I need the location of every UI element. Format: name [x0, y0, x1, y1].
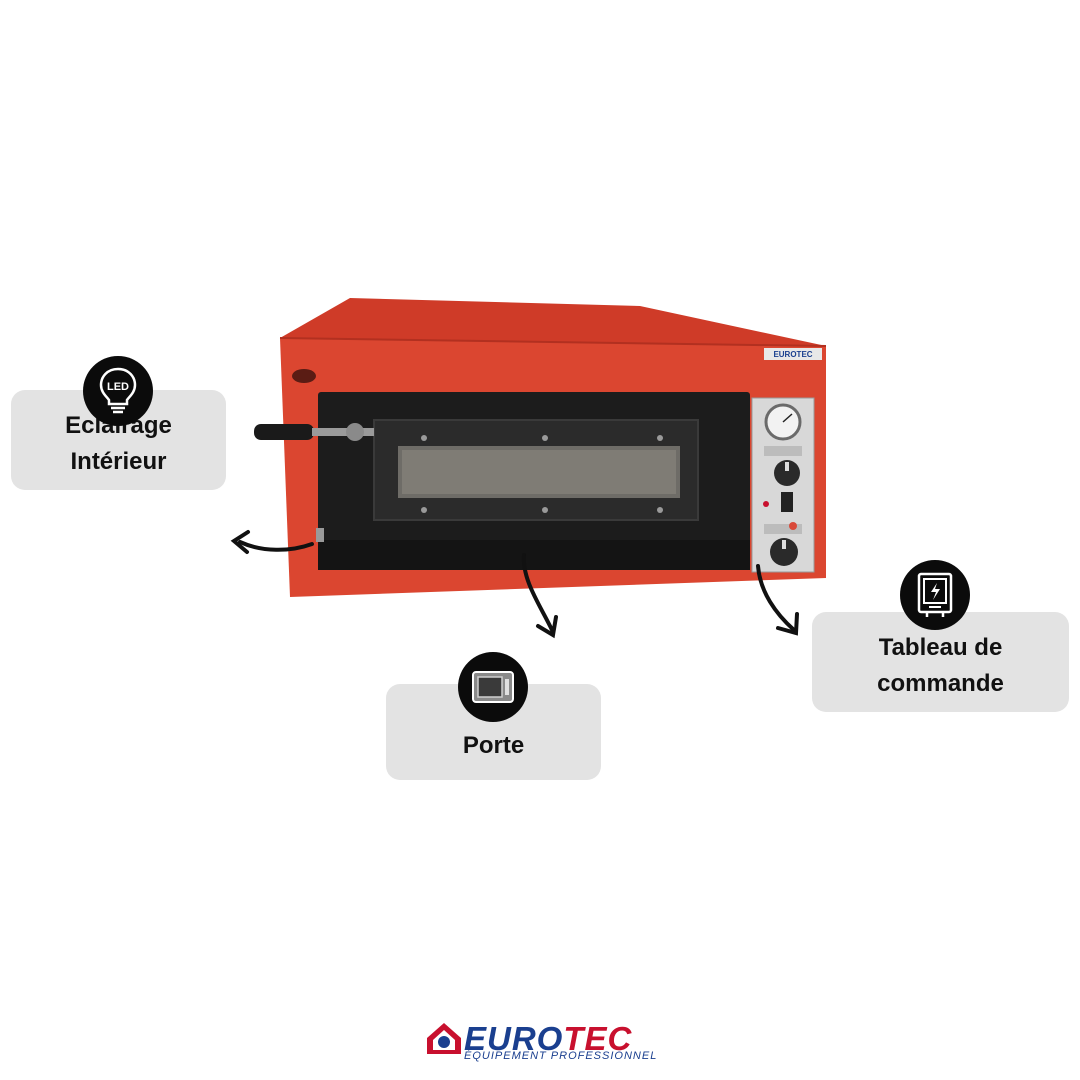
callout-panel-line1: Tableau de — [878, 634, 1003, 661]
logo-tagline: ÉQUIPEMENT PROFESSIONNEL — [464, 1050, 658, 1062]
arrow-door — [521, 553, 558, 639]
oven-door-handle[interactable] — [254, 424, 314, 440]
callout-panel-line2: commande — [877, 670, 1004, 697]
logo-wordmark: EUROTEC — [464, 1020, 633, 1057]
oven-top-knob[interactable] — [774, 460, 800, 486]
oven-brand-plate — [764, 348, 822, 360]
callout-interior-lighting: Eclairage Intérieur — [11, 390, 226, 490]
arrow-lighting — [230, 530, 314, 554]
oven-switch[interactable] — [781, 492, 793, 512]
callout-door-line1: Porte — [462, 732, 525, 759]
oven-bottom-knob[interactable] — [770, 538, 798, 566]
led-bulb-icon: LED — [83, 356, 153, 426]
oven-top — [280, 298, 826, 346]
eurotec-house-icon — [427, 1023, 461, 1054]
eurotec-logo: EUROTEC ÉQUIPEMENT PROFESSIONNEL — [424, 1018, 664, 1068]
svg-text:LED: LED — [107, 381, 129, 393]
oven-vent — [292, 369, 316, 383]
arrow-control-panel — [756, 564, 799, 636]
callout-lighting-line2: Intérieur — [70, 448, 167, 475]
oven-brand-text: EUROTEC — [773, 350, 812, 359]
control-panel-icon — [900, 560, 970, 630]
oven-door-icon — [458, 652, 528, 722]
